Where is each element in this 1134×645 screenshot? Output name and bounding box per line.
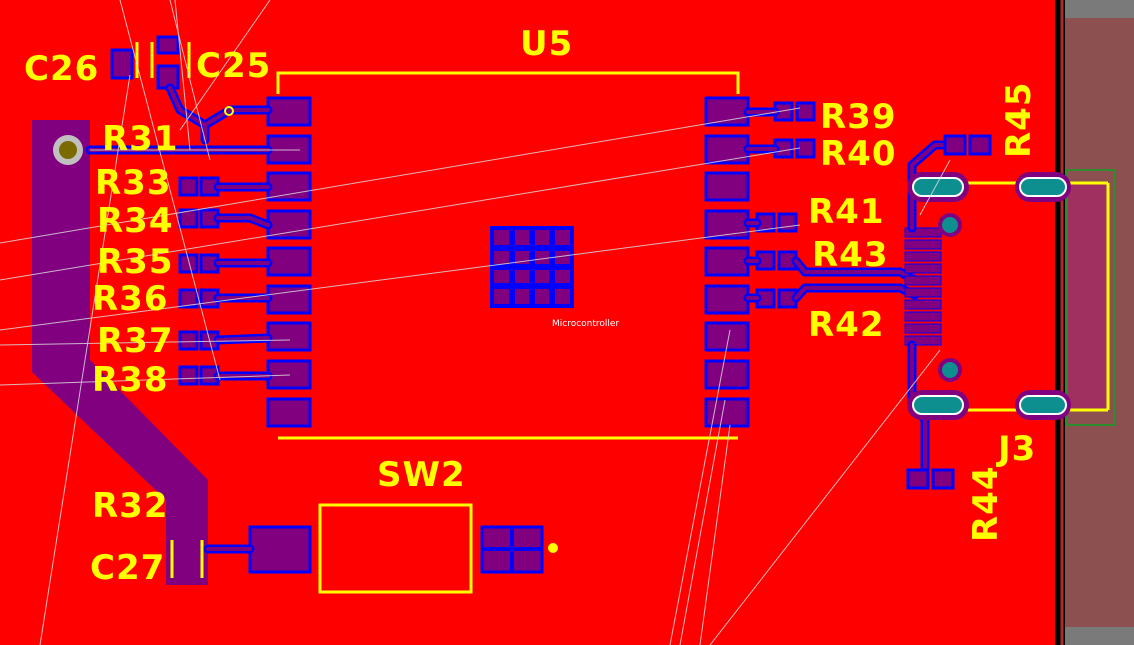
label-r34: R34 xyxy=(97,201,174,241)
label-r39: R39 xyxy=(820,97,897,137)
sw2-outline xyxy=(318,503,473,594)
label-sw2: SW2 xyxy=(377,455,466,495)
u5-right-pads[interactable] xyxy=(704,96,750,428)
label-c27: C27 xyxy=(90,548,165,588)
ratsnest-lines xyxy=(0,0,951,645)
pin1-marker xyxy=(224,106,234,116)
label-j3: J3 xyxy=(996,429,1036,469)
label-r31: R31 xyxy=(102,119,179,159)
label-c26: C26 xyxy=(24,49,99,89)
c25-c26-pads[interactable] xyxy=(110,35,180,90)
label-r41: R41 xyxy=(808,192,885,232)
j3-signal-pads[interactable] xyxy=(904,227,942,346)
label-r43: R43 xyxy=(812,235,889,275)
sw2-pin1-marker xyxy=(548,543,558,553)
edge-panel-top-cap xyxy=(1065,0,1134,18)
u5-outline-top xyxy=(276,71,740,94)
label-r40: R40 xyxy=(820,134,897,174)
label-r37: R37 xyxy=(97,321,174,361)
label-r44: R44 xyxy=(966,466,1006,543)
label-r32: R32 xyxy=(92,486,169,526)
label-r42: R42 xyxy=(808,305,885,345)
label-u5-value: Microcontroller xyxy=(552,319,619,329)
edge-panel-bottom-cap xyxy=(1065,627,1134,645)
ground-pour[interactable] xyxy=(32,120,208,585)
label-c25: C25 xyxy=(196,46,271,86)
label-r35: R35 xyxy=(97,242,174,282)
j3-shield-slots[interactable] xyxy=(907,172,1071,420)
u5-left-pads[interactable] xyxy=(266,96,312,428)
label-u5: U5 xyxy=(520,24,573,64)
j3-courtyard xyxy=(1065,169,1115,426)
u5-thermal-pad[interactable] xyxy=(490,226,574,308)
label-r38: R38 xyxy=(92,360,169,400)
label-r33: R33 xyxy=(95,163,172,203)
right-resistor-pads[interactable] xyxy=(755,101,816,309)
j3-hatched-body xyxy=(1068,183,1108,411)
r45-pads[interactable] xyxy=(943,134,992,156)
label-r36: R36 xyxy=(92,279,169,319)
board-edge-gap xyxy=(1055,0,1065,645)
left-resistor-pads[interactable] xyxy=(178,176,220,386)
label-r45: R45 xyxy=(999,82,1039,159)
r44-pads[interactable] xyxy=(906,468,955,490)
